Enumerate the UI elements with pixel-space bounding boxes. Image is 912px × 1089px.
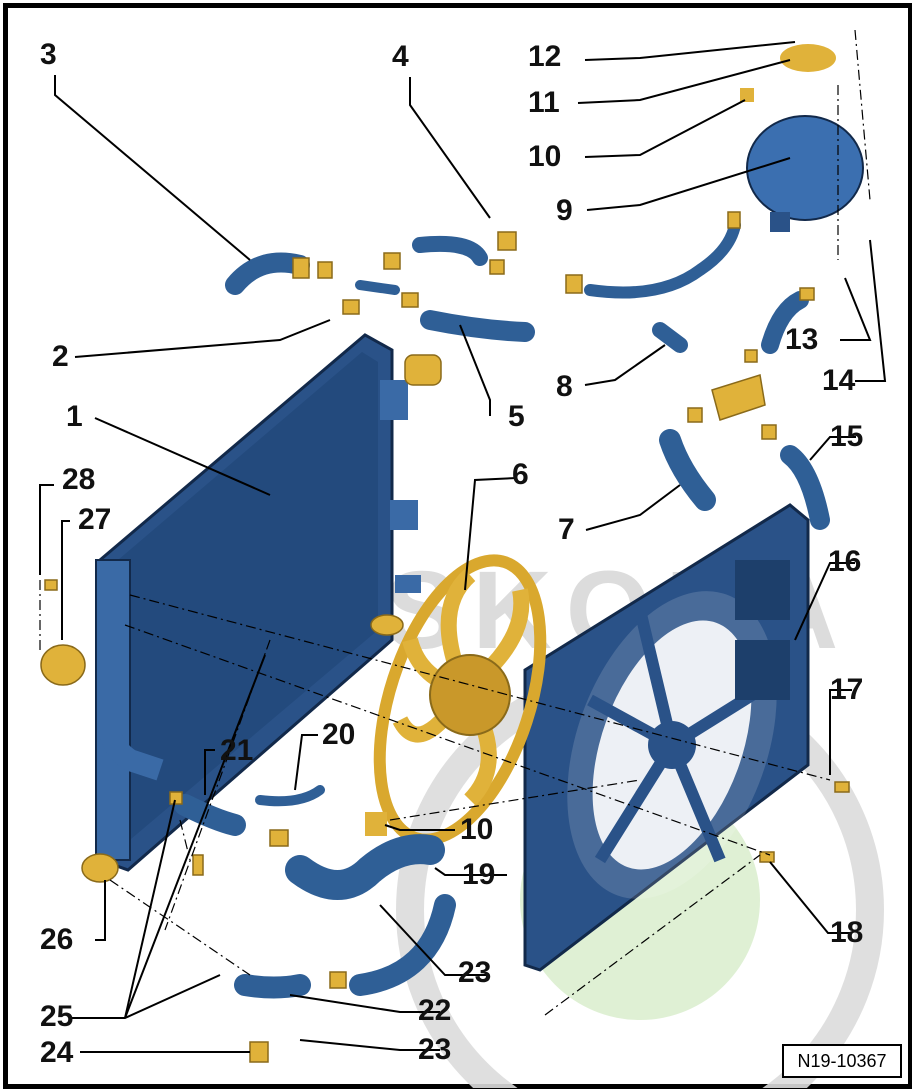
callout-12: 12 — [528, 40, 562, 73]
assembly-lines — [39, 29, 871, 1016]
diagram-frame — [3, 3, 912, 1089]
callout-1: 1 — [66, 400, 83, 433]
callout-15: 15 — [830, 420, 864, 453]
callout-22: 22 — [418, 994, 452, 1027]
callout-6: 6 — [512, 458, 529, 491]
callout-24: 24 — [40, 1036, 74, 1069]
callout-23-lower: 23 — [418, 1033, 452, 1066]
clamps-and-connectors — [40, 211, 850, 1063]
fan-shroud — [523, 503, 810, 972]
callout-13: 13 — [785, 323, 819, 356]
callout-19: 19 — [462, 858, 496, 891]
leader-lines — [39, 41, 887, 1053]
callout-17: 17 — [830, 673, 864, 706]
callout-18: 18 — [830, 916, 864, 949]
figure-id-label: N19-10367 — [782, 1044, 902, 1078]
callout-26: 26 — [40, 923, 74, 956]
coolant-hoses — [174, 219, 830, 999]
callout-10-bottom: 10 — [460, 813, 494, 846]
radiator — [95, 333, 421, 872]
callout-16: 16 — [828, 545, 862, 578]
callout-4: 4 — [392, 40, 409, 73]
callout-2: 2 — [52, 340, 69, 373]
callout-8: 8 — [556, 370, 573, 403]
callout-7: 7 — [558, 513, 575, 546]
expansion-tank — [740, 44, 864, 232]
callout-23-upper: 23 — [458, 956, 492, 989]
callout-28: 28 — [62, 463, 96, 496]
callout-25: 25 — [40, 1000, 74, 1033]
callout-11: 11 — [528, 86, 560, 119]
callout-21: 21 — [220, 734, 254, 767]
callout-14: 14 — [822, 364, 856, 397]
callout-10-top: 10 — [528, 140, 562, 173]
callout-5: 5 — [508, 400, 525, 433]
callout-27: 27 — [78, 503, 112, 536]
callout-9: 9 — [556, 194, 573, 227]
callout-3: 3 — [40, 38, 57, 71]
callout-20: 20 — [322, 718, 356, 751]
